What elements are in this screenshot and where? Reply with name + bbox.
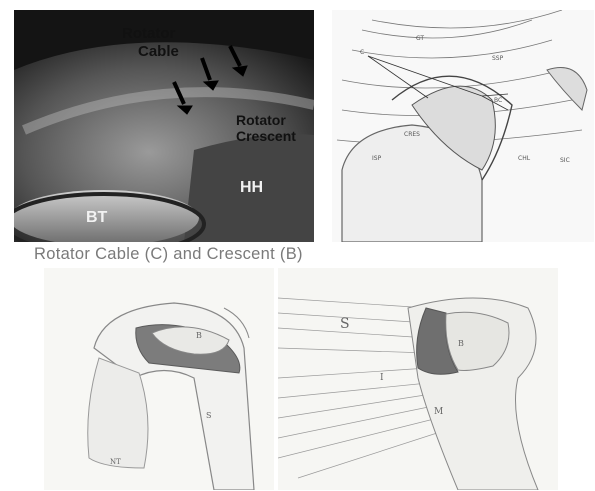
label-m: M [434,407,443,417]
figure-caption: Rotator Cable (C) and Crescent (B) [34,245,554,264]
label-bt: BT [86,209,108,226]
arthroscopic-photo: Rotator Cable Rotator Crescent HH BT [14,10,314,242]
label-nt: NT [110,458,121,466]
label-s: S [340,316,350,332]
label-cres: CRES [404,131,420,138]
label-s: S [206,411,211,420]
label-isp: ISP [372,155,382,162]
label-bc: BC [494,97,502,104]
scapula-outline [88,358,148,468]
label-crescent-line1: Rotator [236,112,286,128]
label-cable-line2: Cable [138,43,179,60]
label-gt: GT [416,35,424,42]
label-c: C [360,49,364,56]
label-i: I [380,373,384,383]
label-chl: CHL [518,155,531,162]
sketch-left: B S NT [44,268,274,490]
label-sic: SIC [560,157,570,164]
sketch-right: S B I M [278,268,558,490]
label-b: B [458,339,464,348]
label-ssp: SSP [492,55,504,62]
label-crescent-line2: Crescent [236,128,296,144]
anatomical-drawing: C GT SSP BC CRES ISP CHL SIC [332,10,594,242]
label-hh: HH [240,179,263,196]
label-b: B [196,331,202,340]
label-cable-line1: Rotator [122,25,175,42]
